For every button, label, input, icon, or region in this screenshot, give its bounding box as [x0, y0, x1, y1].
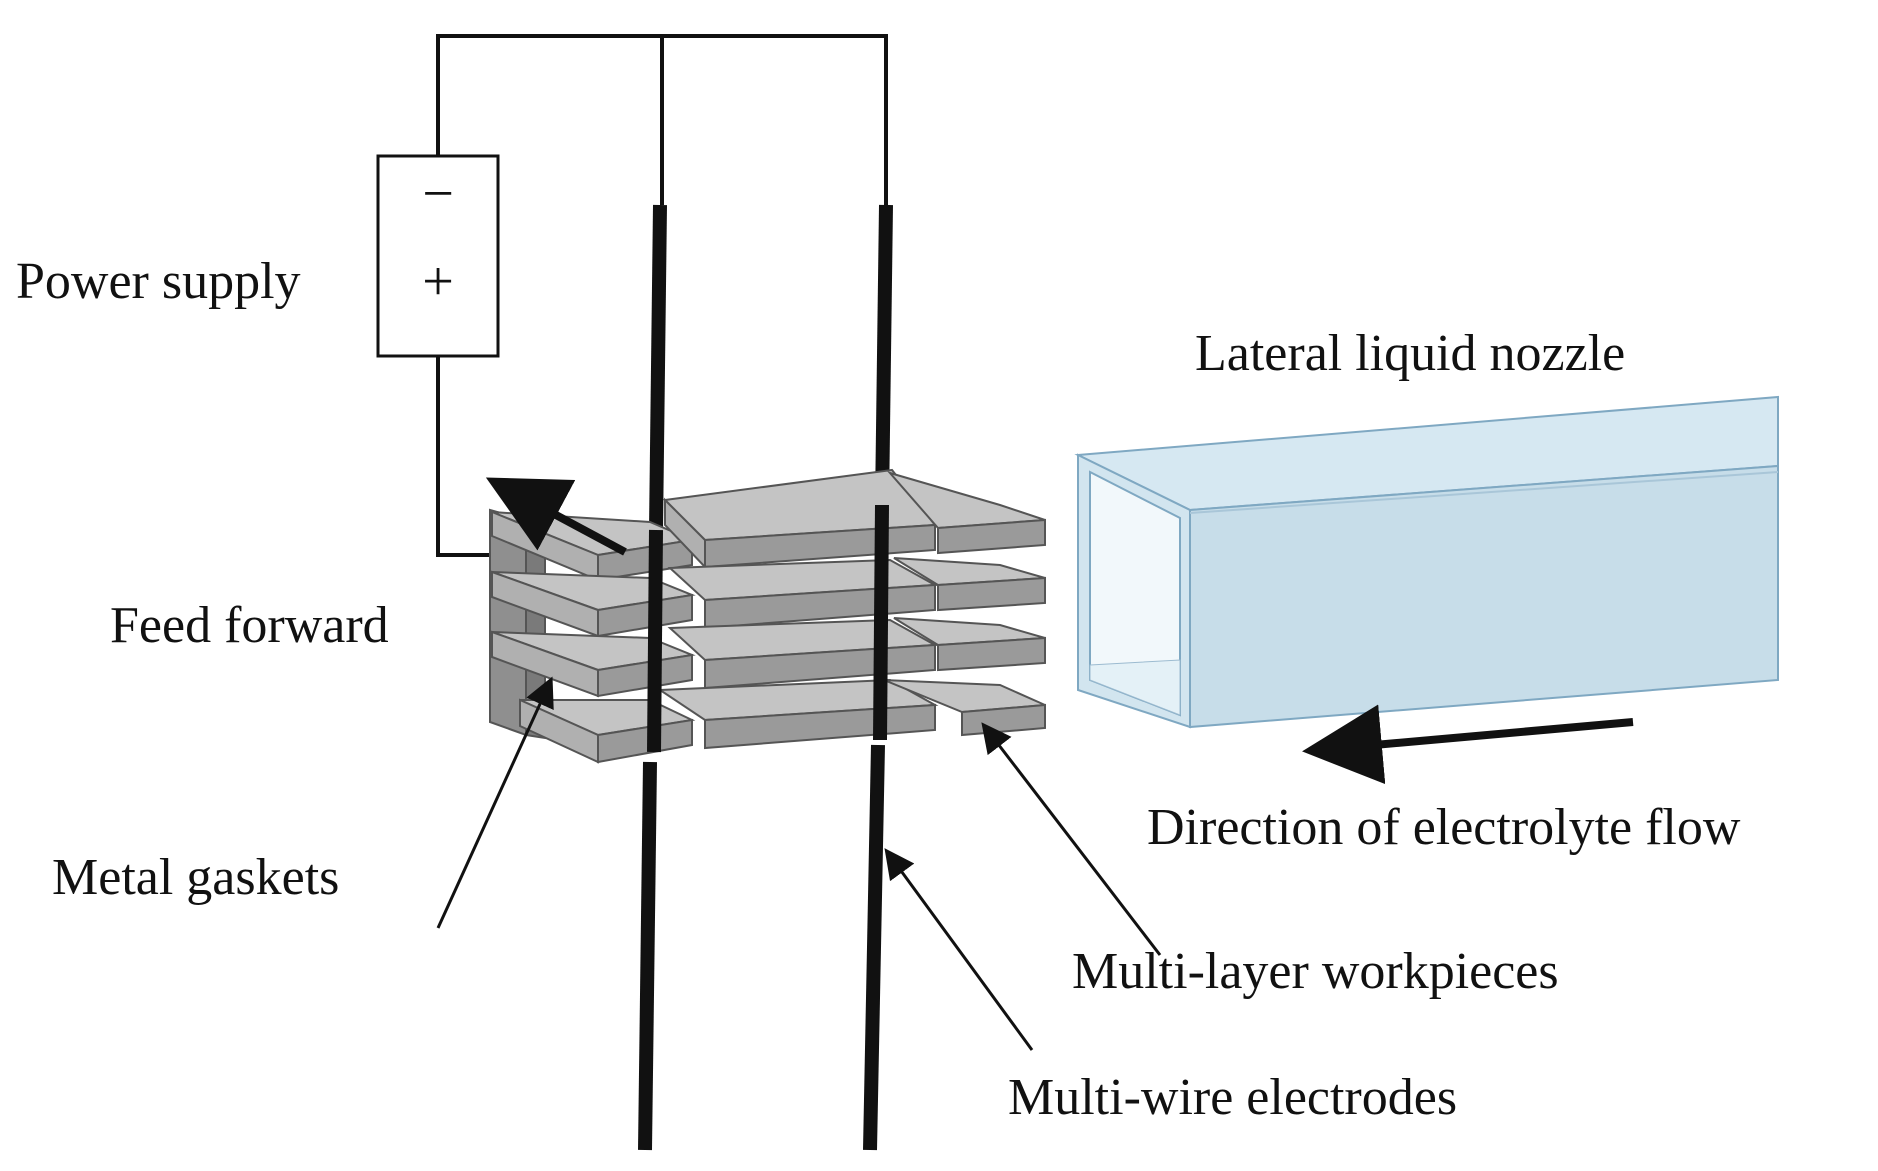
- workpiece-plates: [491, 468, 1046, 764]
- electrode-right-lower: [863, 744, 885, 1151]
- power-supply-label: Power supply: [16, 253, 301, 310]
- power-supply: − +: [376, 154, 500, 358]
- circuit-wires: [436, 34, 888, 557]
- supply-to-stack-wire: [436, 356, 512, 557]
- lateral-nozzle: [1074, 395, 1779, 729]
- electrode-right-upper: [875, 204, 893, 506]
- workpieces-leader: [981, 722, 1162, 956]
- electrodes-label: Multi-wire electrodes: [1008, 1069, 1457, 1126]
- feed-forward-label: Feed forward: [110, 597, 389, 654]
- electrodes-leader: [884, 848, 1034, 1051]
- electrode-wires-between: [647, 504, 889, 753]
- power-supply-plus: +: [422, 251, 454, 313]
- workpieces-label: Multi-layer workpieces: [1072, 943, 1559, 1000]
- plate-layer-2: [491, 557, 1046, 638]
- electrode-wires-upper: [649, 204, 893, 531]
- electrode-wires-lower: [638, 744, 885, 1151]
- feed-forward-arrow: [485, 477, 627, 556]
- electrolyte-flow-arrow: [1302, 704, 1634, 785]
- plate-layer-3: [491, 617, 1046, 698]
- plate-layer-1: [491, 468, 1046, 582]
- nozzle-inner-floor: [1089, 659, 1181, 716]
- power-supply-box: [376, 154, 500, 358]
- lateral-nozzle-label: Lateral liquid nozzle: [1195, 325, 1625, 382]
- electrode-left-upper: [649, 204, 667, 531]
- metal-gaskets-leader: [436, 676, 554, 929]
- leader-lines: [436, 676, 1162, 1051]
- metal-gaskets-label: Metal gaskets: [52, 849, 339, 906]
- electrode-left-lower: [638, 761, 657, 1151]
- flow-direction-label: Direction of electrolyte flow: [1147, 799, 1741, 856]
- power-supply-minus: −: [422, 163, 454, 225]
- nozzle-side-face: [1189, 464, 1779, 729]
